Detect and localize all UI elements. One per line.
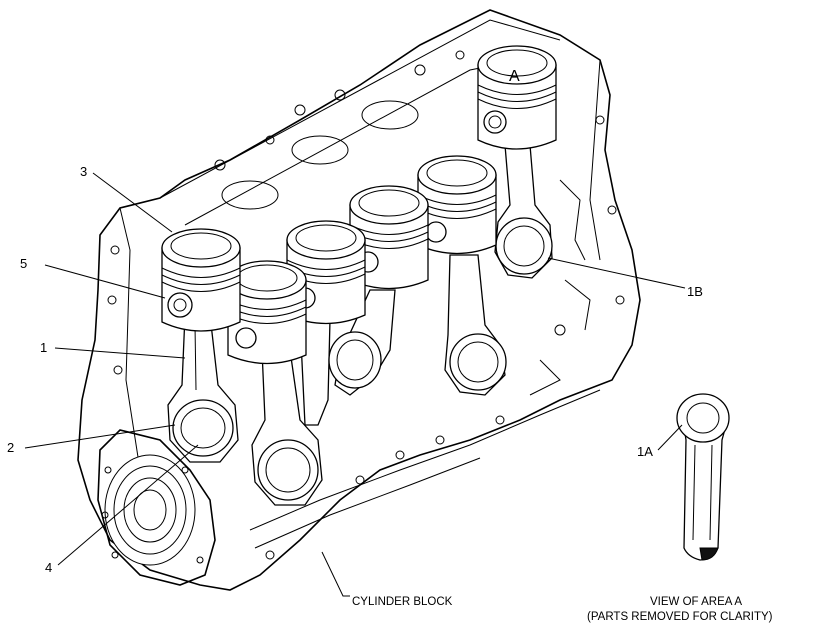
- connecting-rod-1: [167, 314, 239, 463]
- connecting-rod-2: [251, 349, 323, 506]
- connecting-rod-4: [328, 289, 396, 396]
- piston-1: [161, 228, 241, 332]
- callout-1: 1: [40, 340, 47, 355]
- callout-5: 5: [20, 256, 27, 271]
- connecting-rod-6: [494, 144, 553, 279]
- detail-marker-a: A: [509, 68, 520, 85]
- callout-2: 2: [7, 440, 14, 455]
- caption-cylinder-block: CYLINDER BLOCK: [352, 596, 453, 608]
- callout-1a: 1A: [637, 444, 653, 459]
- caption-view-line2: (PARTS REMOVED FOR CLARITY): [587, 611, 773, 623]
- callout-4: 4: [45, 560, 52, 575]
- piston-4: [349, 185, 429, 290]
- piston-5: [417, 155, 497, 255]
- detail-rod-1a: [676, 393, 730, 561]
- connecting-rod-5: [444, 254, 507, 396]
- callout-3: 3: [80, 164, 87, 179]
- caption-view-line1: VIEW OF AREA A: [650, 596, 742, 608]
- leader-lines: [24, 172, 686, 597]
- front-seal-housing: [97, 429, 216, 586]
- callout-1b: 1B: [687, 284, 703, 299]
- piston-6: [477, 45, 557, 150]
